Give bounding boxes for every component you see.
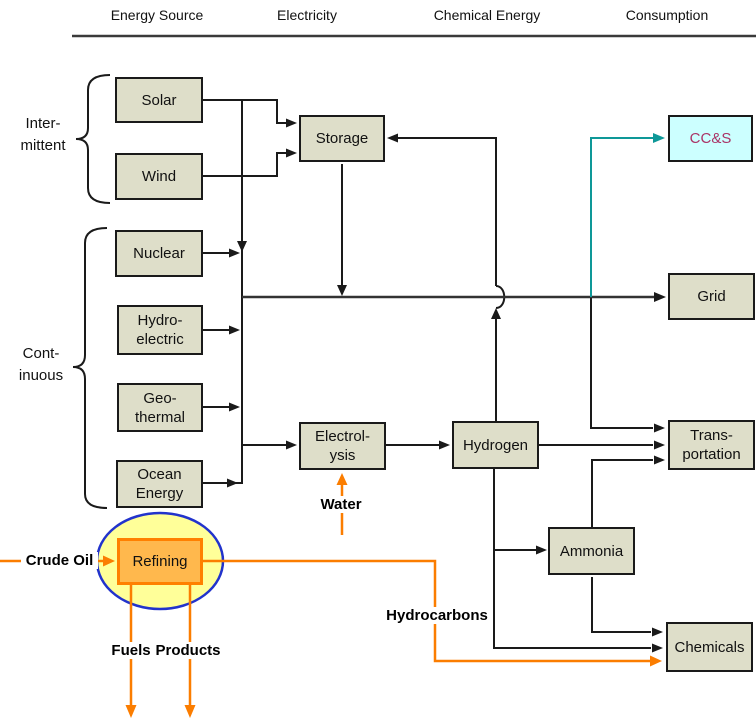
continuous-brace — [72, 227, 108, 509]
intermittent-brace — [75, 74, 111, 204]
arrow-storage-gridline — [337, 285, 347, 296]
node-ccs: CC&S — [668, 115, 753, 162]
node-transportation: Trans- portation — [668, 420, 755, 470]
arrow-chemicals-hydrogen — [652, 643, 663, 653]
flow-electricity-to-transportation — [590, 297, 653, 429]
node-label: Ammonia — [559, 542, 624, 560]
orange-arrowheads — [103, 473, 662, 718]
node-label: Electrol- — [314, 428, 370, 445]
arrow-transportation-3 — [654, 455, 665, 465]
flow-ammonia-to-transportation — [591, 459, 653, 527]
label-products: Products — [152, 642, 224, 659]
arrow-geothermal — [229, 402, 240, 412]
node-label: Chemicals — [674, 638, 745, 656]
node-label: portation — [682, 446, 741, 463]
arrow-chemicals-orange — [650, 655, 662, 667]
flow-to-ccs — [590, 137, 653, 297]
node-electrolysis: Electrol- ysis — [299, 422, 386, 470]
group-label-line: Cont- — [22, 345, 60, 362]
arrow-water-up — [336, 473, 348, 485]
node-ocean-energy: Ocean Energy — [116, 460, 203, 508]
column-header-chemical-energy: Chemical Energy — [433, 7, 541, 23]
node-label: Nuclear — [133, 245, 185, 262]
node-label: ysis — [329, 447, 356, 464]
group-label-line: Inter- — [25, 115, 61, 132]
column-header-electricity: Electricity — [277, 7, 337, 23]
arrow-fuels-down — [125, 705, 137, 718]
black-flows — [203, 99, 653, 649]
node-geothermal: Geo- thermal — [117, 383, 203, 432]
arrow-nuclear — [229, 248, 240, 258]
arrow-hydrogen-up — [491, 308, 501, 319]
node-label: Grid — [697, 288, 726, 305]
node-ammonia: Ammonia — [548, 527, 635, 575]
node-label: Energy — [135, 485, 184, 502]
flow-hydrogen-to-chemicals — [493, 469, 651, 649]
node-label: Storage — [315, 130, 369, 147]
label-crude-oil: Crude Oil — [21, 552, 98, 569]
label-hydrocarbons: Hydrocarbons — [383, 607, 491, 624]
group-label-intermittent: Inter- mittent — [10, 113, 76, 157]
arrow-into-hydrogen — [439, 440, 450, 450]
node-label: Wind — [141, 168, 177, 185]
column-header-energy-source: Energy Source — [110, 7, 204, 23]
arrow-into-refining — [103, 555, 115, 567]
node-solar: Solar — [115, 77, 203, 123]
arrow-into-electrolysis — [286, 440, 297, 450]
group-label-line: inuous — [18, 367, 64, 384]
black-arrowheads — [227, 118, 666, 653]
label-fuels: Fuels — [109, 642, 153, 659]
column-header-consumption: Consumption — [625, 7, 709, 23]
node-label: CC&S — [689, 130, 732, 147]
node-label: Solar — [141, 91, 177, 109]
node-label: Hydro- — [137, 312, 183, 329]
flow-wind-to-storage — [203, 152, 287, 177]
node-nuclear: Nuclear — [115, 230, 203, 277]
node-wind: Wind — [115, 153, 203, 200]
arrow-wind-storage — [286, 148, 297, 158]
flow-ocean-to-bus — [203, 445, 243, 484]
node-hydroelectric: Hydro- electric — [117, 305, 203, 355]
arrow-into-ccs — [653, 133, 665, 143]
flow-solar-to-storage — [203, 99, 287, 124]
arrow-transportation-1 — [654, 423, 665, 433]
node-grid: Grid — [668, 273, 755, 320]
arrow-bus-down — [237, 241, 247, 252]
node-refining: Refining — [117, 538, 203, 585]
node-label: thermal — [134, 408, 186, 426]
node-label: Geo- — [143, 389, 177, 407]
flow-ammonia-to-chemicals — [591, 577, 651, 633]
group-label-continuous: Cont- inuous — [6, 343, 76, 387]
node-chemicals: Chemicals — [666, 622, 753, 672]
arrow-into-ammonia — [536, 545, 547, 555]
arrow-into-grid — [654, 292, 666, 302]
arrow-hydroelectric — [229, 325, 240, 335]
arrow-ocean — [227, 478, 238, 488]
node-label: Trans- — [690, 427, 733, 444]
group-label-line: mittent — [20, 137, 66, 154]
node-hydrogen: Hydrogen — [452, 421, 539, 469]
node-label: Hydrogen — [462, 436, 529, 454]
node-label: Refining — [132, 553, 188, 570]
group-braces — [72, 74, 111, 509]
arrow-products-down — [184, 705, 196, 718]
arrow-chemicals-ammonia — [652, 627, 663, 637]
arrow-transportation-2 — [654, 440, 665, 450]
label-water: Water — [315, 496, 367, 513]
flow-hydrogen-to-storage — [398, 137, 497, 286]
orange-flows — [0, 484, 650, 706]
arrow-into-storage-right — [387, 133, 398, 143]
node-label: electric — [136, 331, 184, 348]
node-label: Ocean — [137, 466, 182, 483]
node-storage: Storage — [299, 115, 385, 162]
arrow-solar-storage — [286, 118, 297, 128]
